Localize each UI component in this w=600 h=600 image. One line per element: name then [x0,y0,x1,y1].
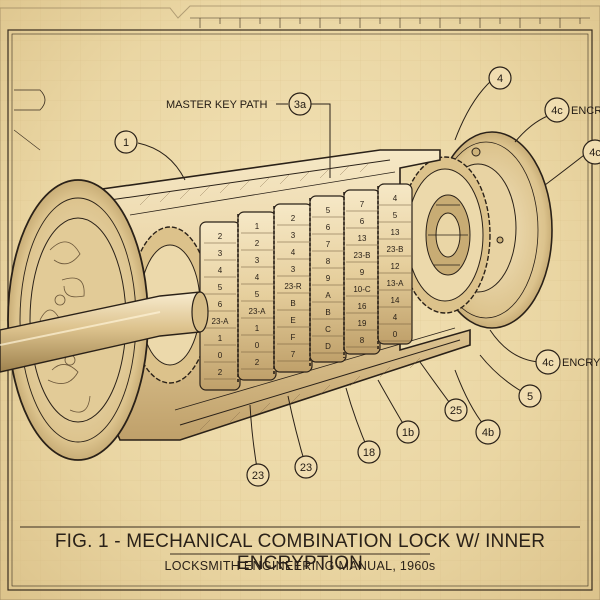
callout-3a [288,92,312,116]
master-key-path-label: MASTER KEY PATH [166,99,268,111]
dial-number: E [290,316,295,325]
dial-number: 3 [255,256,260,265]
paper-torn-edge [0,5,600,600]
dial-number: 7 [360,200,365,209]
dial-number: 4 [255,273,260,282]
callout-4c-bottom-text: 4c [542,357,554,369]
dial-number: 4 [393,194,398,203]
main-shaft [0,291,209,373]
dial-number: 2 [255,239,260,248]
callout-4c-bottom [535,349,561,375]
callouts [114,66,600,487]
dial-number: 23-A [249,307,267,316]
dial-number: 23-B [387,245,404,254]
dial-number: 3 [218,249,223,258]
dial-number: B [290,299,295,308]
dial-number: 2 [218,232,223,241]
callout-23-left [246,463,270,487]
dial-number: 23-A [212,317,230,326]
callout-1b-text: 1b [402,427,414,439]
encryption-label-top: ENCRY [571,105,600,117]
dial-number: 13 [358,234,367,243]
dial-number: 23-B [354,251,371,260]
dial-number: 5 [218,283,223,292]
dial-number: 0 [393,330,398,339]
callout-4-text: 4 [497,73,503,85]
dial-number: 1 [218,334,223,343]
callout-18 [357,440,381,464]
dial-number: 0 [255,341,260,350]
callout-23-mid-text: 23 [300,462,312,474]
callout-numbers: 1 3a 4 4c 4c 4c 5 4b 25 1b 18 23 23 [123,73,600,482]
callout-4c-top-text: 4c [551,105,563,117]
dial-number: 10-C [353,285,371,294]
right-gear [399,156,491,314]
dial-number: 9 [326,274,331,283]
dial-number: 3 [291,231,296,240]
dial-number: 2 [218,368,223,377]
callout-5-text: 5 [527,391,533,403]
dial-number: A [325,291,331,300]
dial-number: 9 [360,268,365,277]
dial-number: 1 [255,222,260,231]
dial-number: 6 [360,217,365,226]
dial-number: 13-A [387,279,405,288]
dial-number: 5 [255,290,260,299]
callout-4c-top [544,97,570,123]
callout-23-left-text: 23 [252,470,264,482]
dial-number: 14 [391,296,400,305]
callout-1b [396,420,420,444]
dial-number: 2 [255,358,260,367]
dial-number: 5 [393,211,398,220]
dial-number: 7 [326,240,331,249]
dial-number: 2 [291,214,296,223]
callout-25-text: 25 [450,405,462,417]
callout-18-text: 18 [363,447,375,459]
callout-5 [518,384,542,408]
ornamental-scrollwork [39,241,91,413]
dial-number: D [325,342,331,351]
callout-4b [475,419,501,445]
callout-4c-right-text: 4c [589,147,600,159]
dial-number: 4 [218,266,223,275]
dial-number: 0 [218,351,223,360]
dial-number: B [325,308,330,317]
dial-number: 16 [358,302,367,311]
dial-number: 6 [218,300,223,309]
top-ruler [190,17,590,28]
dial-number: F [291,333,296,342]
dial-number: 3 [291,265,296,274]
margin-leader [13,129,41,151]
figure-title: FIG. 1 - MECHANICAL COMBINATION LOCK W/ … [54,531,546,574]
callout-3a-text: 3a [294,99,307,111]
dial-number: 1 [255,324,260,333]
combination-dials: 2345623-A1021234523-A102234323-RBEF75678… [129,183,413,391]
callout-23-mid [294,455,318,479]
dial-number: 12 [391,262,400,271]
figure-subtitle: LOCKSMITH ENGINEERING MANUAL, 1960s [164,559,436,573]
callout-25 [444,398,468,422]
margin-gauge [14,89,46,111]
dial-number: 6 [326,223,331,232]
dial-number: 13 [391,228,400,237]
dial-number: 8 [326,257,331,266]
dial-number: 8 [360,336,365,345]
dial-number: 23-R [284,282,302,291]
dial-number: C [325,325,331,334]
dial-number: 4 [393,313,398,322]
dial-number: 19 [358,319,367,328]
callout-1-text: 1 [123,137,129,149]
callout-1 [114,130,138,154]
callout-4b-text: 4b [482,427,494,439]
dial-number: 5 [326,206,331,215]
encryption-label-bottom: ENCRY [562,357,600,369]
callout-4c-right [582,139,600,165]
dial-number: 4 [291,248,296,257]
callout-4 [488,66,512,90]
dial-number: 7 [291,350,296,359]
